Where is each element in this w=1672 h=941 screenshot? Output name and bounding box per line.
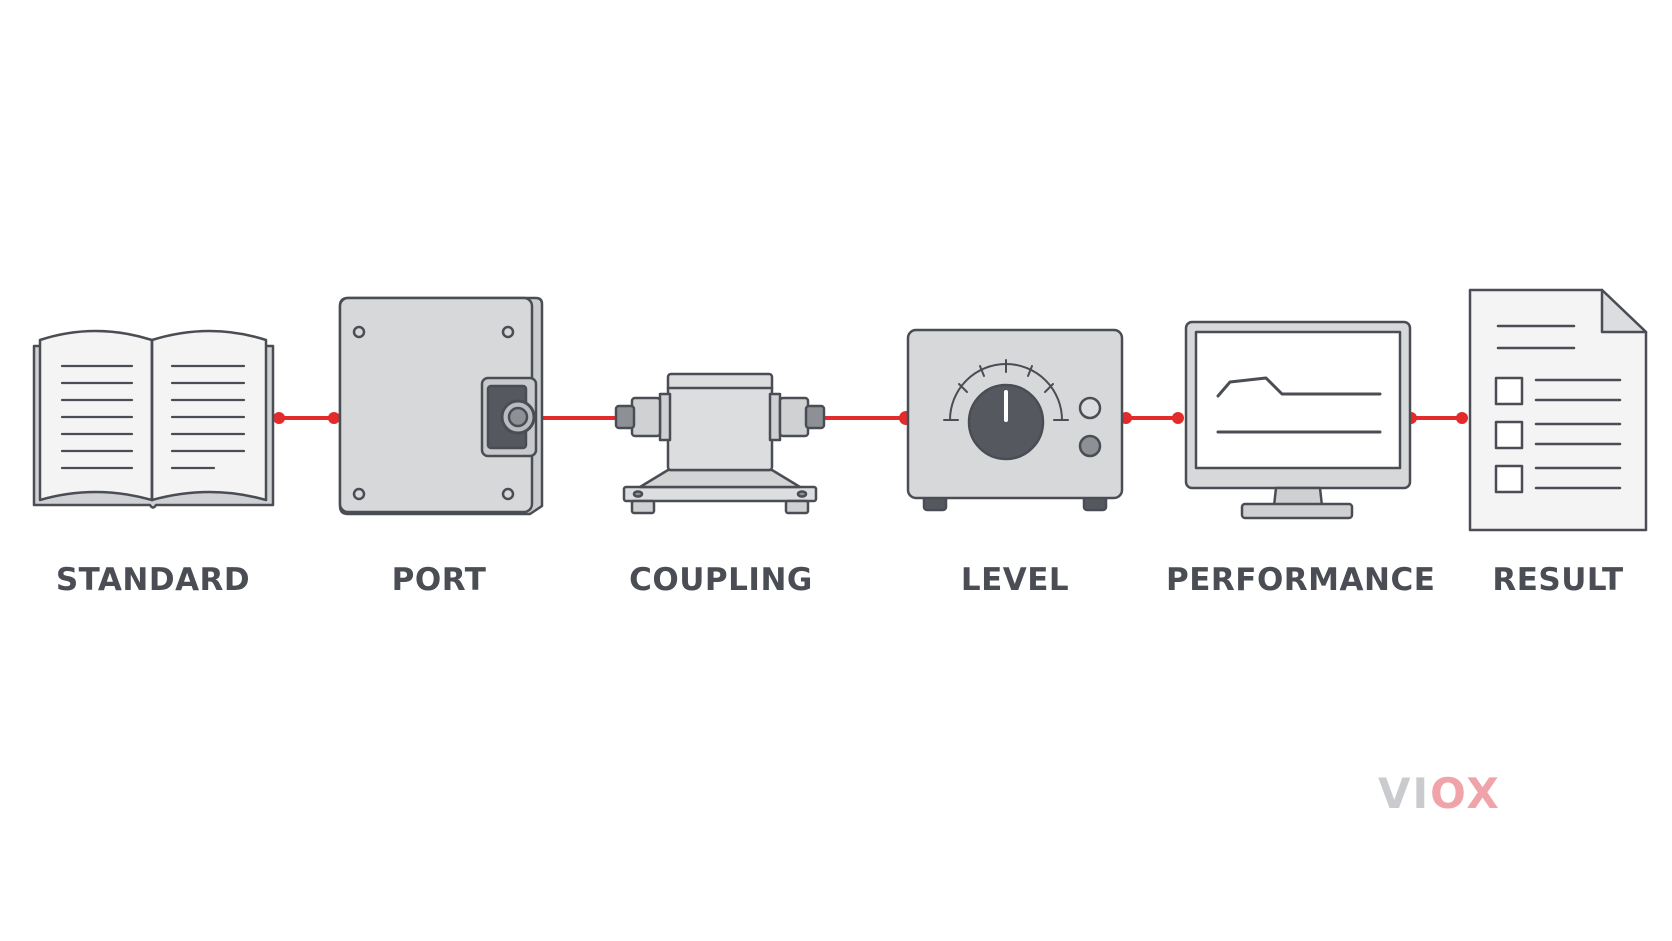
port-enclosure-icon [338,296,544,516]
step-label-level: LEVEL [960,562,1070,598]
open-book-icon [32,329,275,509]
connector-performance-result [1405,412,1468,424]
connector-level-performance [1120,412,1184,424]
logo-part-vi: VI [1378,769,1431,818]
checklist-document-icon [1468,288,1648,532]
monitor-icon [1184,320,1412,520]
step-label-port: PORT [391,562,487,598]
step-label-standard: STANDARD [55,562,251,598]
level-dial-icon [906,328,1124,512]
step-label-coupling: COUPLING [629,562,813,598]
step-label-result: RESULT [1492,562,1624,598]
coupling-device-icon [614,372,826,515]
connector-coupling-level [823,411,913,425]
logo-part-ox: OX [1430,769,1501,818]
viox-logo: VIOX [1378,772,1538,816]
connector-standard-port [273,412,340,424]
step-label-performance: PERFORMANCE [1166,562,1436,598]
